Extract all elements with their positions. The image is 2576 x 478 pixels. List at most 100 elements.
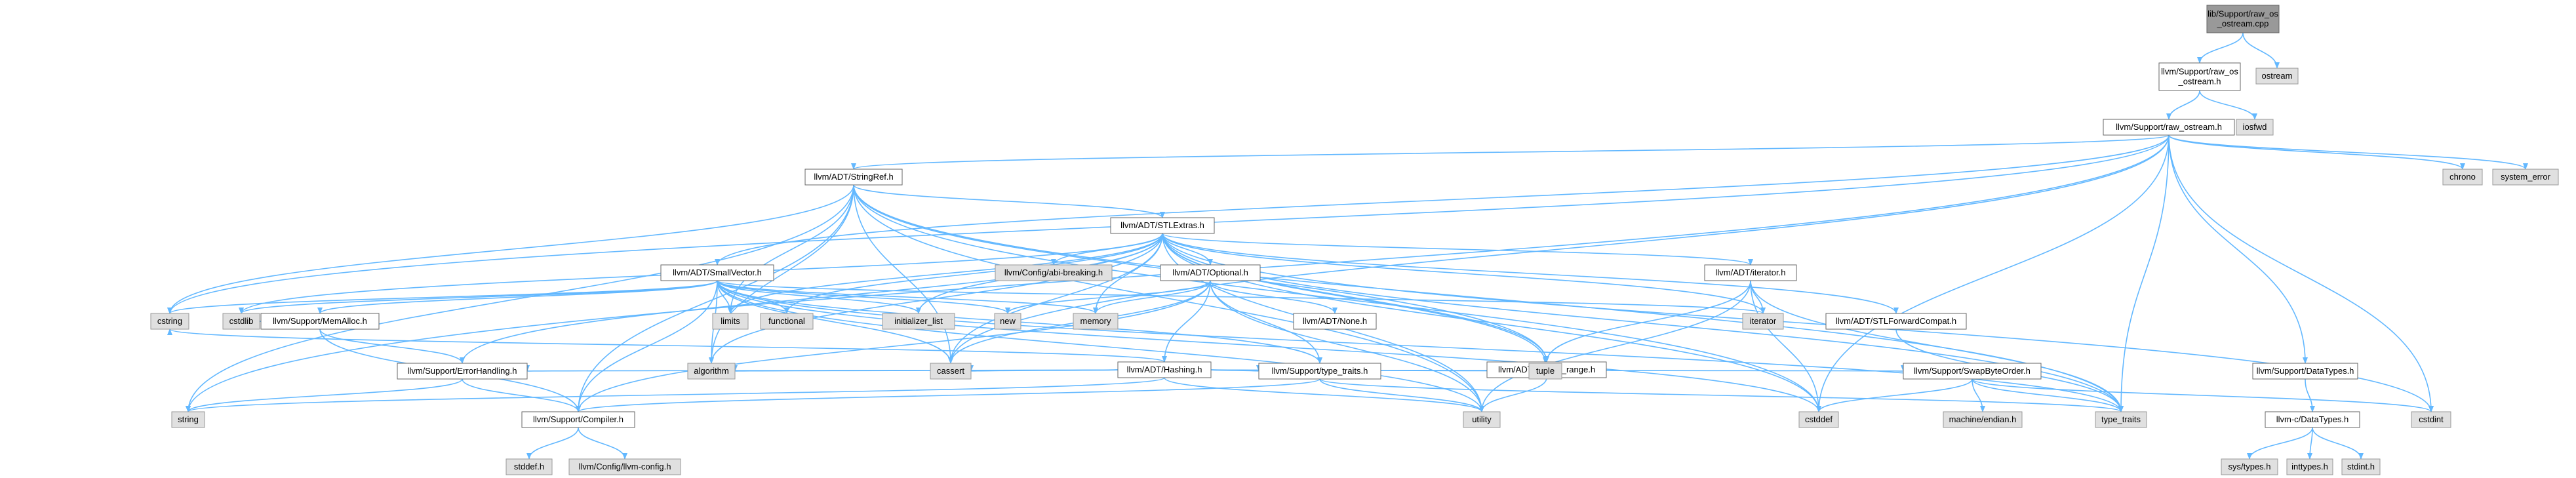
node-optional-h[interactable]: llvm/ADT/Optional.h [1160,264,1261,281]
edge-line [1164,377,1484,412]
node-box [1160,264,1261,281]
edge-line [1319,378,1484,412]
edge-line [717,280,953,364]
node-smallvector-h[interactable]: llvm/ADT/SmallVector.h [660,264,774,281]
edge-line [970,365,1119,372]
node-type-traits-h[interactable]: llvm/Support/type_traits.h [1258,363,1381,380]
node-label: machine/endian.h [1949,414,2017,424]
node-box [687,363,736,380]
edge-line [2305,378,2315,412]
edge-optional_h-to-compiler_h [576,280,1211,412]
node-box [1463,411,1501,428]
edge-line [1816,134,2170,412]
edge-hashing_h-to-utility [1164,377,1484,412]
edge-line [462,378,581,412]
edge-raw_os_ostream_h-to-iosfwd [2199,90,2257,120]
node-box [260,313,380,330]
edge-llvm_c_datatypes_h-to-sys_types_h [2247,427,2313,460]
edge-stringref_h-to-stlextras_h [853,184,1165,218]
edge-optional_h-to-hashing_h [1162,280,1211,363]
edge-optional_h-to-memory [1093,280,1211,314]
edge-optional_h-to-new [1005,280,1211,314]
edge-line [167,280,718,314]
edge-smallvector_h-to-memalloc_h [317,280,718,314]
edge-line [2118,134,2170,412]
edge-line [186,377,1165,412]
edge-line [1319,378,2124,412]
edges-layer [167,32,2528,460]
edge-swapbyteorder_h-to-machine_endian_h [1972,378,1985,412]
edge-line [526,427,579,460]
node-new: new [994,313,1021,330]
edge-stlextras_h-to-cassert [948,233,1163,364]
edge-line [717,280,2124,412]
edge-line [239,280,718,314]
node-swapbyteorder-h[interactable]: llvm/Support/SwapByteOrder.h [1903,363,2042,380]
edge-line [319,329,465,364]
node-raw-os-ostream-h[interactable]: llvm/Support/raw_os_ostream.h [2158,62,2241,91]
node-box [1110,217,1215,234]
node-label: llvm/Support/ErrorHandling.h [408,366,517,376]
node-llvm-config-h: llvm/Config/llvm-config.h [568,458,681,475]
edge-raw_ostream_h-to-stringref_h [851,134,2170,170]
edge-line [851,134,2170,170]
node-label: tuple [1536,366,1555,376]
node-iterator: iterator [1742,313,1784,330]
edge-raw_ostream_h-to-cstdint [2168,134,2434,412]
edge-raw_ostream_h-to-type_traits [2118,134,2170,412]
node-label: cstring [157,316,182,326]
edge-line [2242,32,2280,69]
node-box [930,363,972,380]
node-stringref-h[interactable]: llvm/ADT/StringRef.h [804,169,903,186]
edge-smallvector_h-to-type_traits [717,280,2124,412]
node-label: llvm/Support/SwapByteOrder.h [1914,366,2031,376]
node-hashing-h[interactable]: llvm/ADT/Hashing.h [1117,361,1212,378]
edge-smallvector_h-to-cstddef [717,280,1821,412]
node-label: llvm/ADT/SmallVector.h [673,268,762,277]
node-box [2095,411,2147,428]
edge-line [784,233,1163,314]
node-compiler-h[interactable]: llvm/Support/Compiler.h [521,411,635,428]
edge-line [853,184,1484,412]
edge-raw_os_ostream_cpp-to-raw_os_ostream_h [2197,32,2244,64]
edge-line [2168,134,2308,364]
edge-raw_os_ostream_h-to-raw_ostream_h [2166,90,2200,120]
edge-raw_ostream_h-to-system_error [2168,134,2528,170]
node-errorhandling-h[interactable]: llvm/Support/ErrorHandling.h [397,363,528,380]
edge-line [853,184,1165,218]
edge-line [1162,233,1766,314]
node-label: stddef.h [514,462,544,471]
node-datatypes-h[interactable]: llvm/Support/DataTypes.h [2252,363,2358,380]
edge-line [853,184,953,364]
edge-line [709,184,854,364]
node-label: new [1000,316,1016,326]
edge-smallvector_h-to-cassert [717,280,953,364]
node-box [1073,313,1119,330]
node-stlforwardcompat-h[interactable]: llvm/ADT/STLForwardCompat.h [1825,313,1967,330]
node-box [222,313,260,330]
node-memalloc-h[interactable]: llvm/Support/MemAlloc.h [260,313,380,330]
edge-memalloc_h-to-errorhandling_h [319,329,465,364]
node-none-h[interactable]: llvm/ADT/None.h [1293,313,1377,330]
edge-smallvector_h-to-limits [717,280,733,314]
node-cstring: cstring [150,313,189,330]
node-tuple: tuple [1528,363,1562,380]
edge-stlextras_h-to-functional [784,233,1163,314]
edge-line [948,134,2170,364]
node-raw-ostream-h[interactable]: llvm/Support/raw_ostream.h [2103,119,2235,136]
node-iterator-h[interactable]: llvm/ADT/iterator.h [1704,264,1797,281]
edge-raw_ostream_h-to-chrono [2168,134,2465,170]
node-cassert: cassert [930,363,972,380]
edge-line [1162,233,1753,266]
edge-raw_ostream_h-to-smallvector_h [715,134,2170,266]
node-raw-os-ostream-cpp[interactable]: lib/Support/raw_os_ostream.cpp [2206,5,2280,33]
node-box [2255,68,2299,85]
node-label: cstdlib [229,316,254,326]
edge-line [2168,134,2465,170]
edge-line [2166,90,2200,120]
edge-line [2168,134,2434,412]
node-llvm-c-datatypes-h[interactable]: llvm-c/DataTypes.h [2265,411,2360,428]
edge-line [715,134,2170,266]
node-label: system_error [2501,172,2551,182]
node-stlextras-h[interactable]: llvm/ADT/STLExtras.h [1110,217,1215,234]
